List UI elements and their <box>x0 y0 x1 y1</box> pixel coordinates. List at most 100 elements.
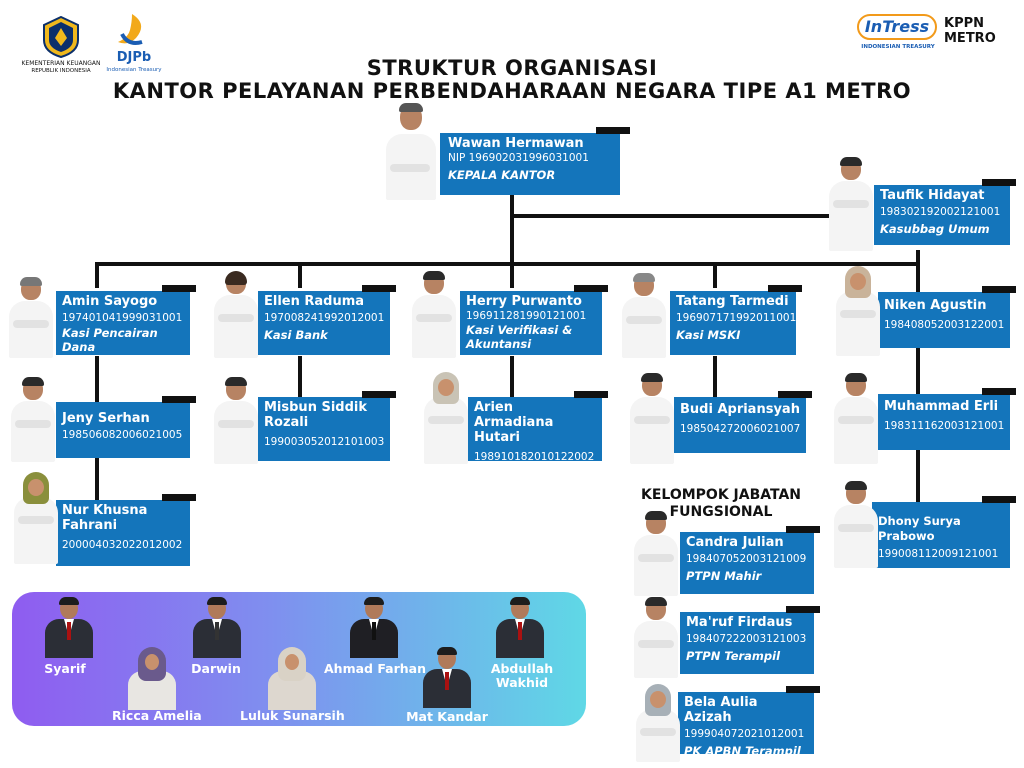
staff-name: Misbun Siddik Rozali <box>264 400 368 430</box>
support-photo-darwin <box>191 597 243 658</box>
staff-card-misbun[interactable]: Misbun Siddik Rozali 199003052012101003 <box>258 391 396 461</box>
fungsional-nip: 198407222003121003 <box>686 633 807 645</box>
kemenkeu-logo: KEMENTERIAN KEUANGAN REPUBLIK INDONESIA <box>14 16 108 80</box>
fungsional-role: PTPN Terampil <box>686 649 781 663</box>
kppn-metro-label: KPPN METRO <box>944 16 996 46</box>
card-tab <box>162 285 196 292</box>
fungsional-name: Ma'ruf Firdaus <box>686 615 793 630</box>
fungsional-nip: 199904072021012001 <box>684 728 805 740</box>
staff-card-dhony[interactable]: Dhony Surya Prabowo 199008112009121001 <box>872 496 1016 568</box>
intress-text: InTress <box>857 14 937 40</box>
support-photo-luluk <box>266 647 318 710</box>
card-tab <box>786 686 820 693</box>
staff-card-jeny[interactable]: Jeny Serhan 198506082006021005 <box>56 396 196 458</box>
staff-photo-dhony <box>832 481 880 568</box>
kasubbag-name: Taufik Hidayat <box>880 188 985 203</box>
fungsional-card-1[interactable]: Candra Julian 198407052003121009 PTPN Ma… <box>680 526 820 594</box>
staff-photo-jeny <box>9 377 57 462</box>
staff-name: Dhony Surya Prabowo <box>878 514 961 543</box>
support-photo-syarif <box>43 597 95 658</box>
djpb-emblem-icon <box>118 14 143 45</box>
support-photo-abdullah <box>494 597 546 658</box>
section-role: Kasi Verifikasi & Akuntansi <box>466 323 573 351</box>
fungsional-name: Bela Aulia Azizah <box>684 695 758 725</box>
card-tab <box>596 127 630 134</box>
section-photo-4 <box>620 273 668 358</box>
staff-card-nur[interactable]: Nur Khusna Fahrani 200004032022012002 <box>56 494 196 566</box>
staff-card-niken[interactable]: Niken Agustin 198408052003122001 <box>878 286 1016 348</box>
support-name: Darwin <box>191 661 241 676</box>
head-role: KEPALA KANTOR <box>448 168 556 182</box>
section-name: Tatang Tarmedi <box>676 294 789 309</box>
fungsional-photo-2 <box>632 597 680 678</box>
connector-head-down <box>510 195 514 265</box>
metro-text: METRO <box>944 31 996 46</box>
fungsional-card-3[interactable]: Bela Aulia Azizah 199904072021012001 PK … <box>678 686 820 758</box>
intress-subtext: INDONESIAN TREASURY <box>861 44 935 50</box>
kasubbag-nip: 198302192002121001 <box>880 206 1001 218</box>
kasubbag-card[interactable]: Taufik Hidayat 198302192002121001 Kasubb… <box>874 179 1016 245</box>
support-name: Luluk Sunarsih <box>240 708 345 723</box>
card-tab <box>768 285 802 292</box>
fungsional-name: Candra Julian <box>686 535 784 550</box>
djpb-subtext: Indonesian Treasury <box>106 67 162 73</box>
card-tab <box>162 494 196 501</box>
support-name: Ahmad Farhan <box>324 661 426 676</box>
support-name: Ricca Amelia <box>112 708 202 723</box>
card-tab <box>982 286 1016 293</box>
card-tab <box>786 526 820 533</box>
support-name: Mat Kandar <box>406 709 488 724</box>
kemenkeu-emblem-icon <box>43 16 79 58</box>
connector-col4-down <box>713 356 717 402</box>
djpb-text: DJPb <box>116 50 152 65</box>
staff-nip: 198504272006021007 <box>680 423 801 435</box>
staff-card-arien[interactable]: Arien Armadiana Hutari 19891018201012200… <box>468 391 608 463</box>
fungsional-photo-1 <box>632 511 680 596</box>
staff-photo-niken <box>834 266 882 356</box>
staff-nip: 199008112009121001 <box>878 548 999 560</box>
kasubbag-role: Kasubbag Umum <box>880 222 990 236</box>
staff-name: Arien Armadiana Hutari <box>474 400 554 445</box>
head-photo <box>384 103 438 200</box>
head-card[interactable]: Wawan Hermawan NIP 196902031996031001 KE… <box>440 127 630 195</box>
kppn-text: KPPN <box>944 16 985 31</box>
staff-nip: 200004032022012002 <box>62 539 183 551</box>
section-nip: 196911281990121001 <box>466 310 587 322</box>
support-photo-ahmad <box>348 597 400 658</box>
connector-col3-down <box>510 356 514 402</box>
staff-name: Nur Khusna Fahrani <box>62 503 148 533</box>
support-name: Syarif <box>44 661 86 676</box>
djpb-logo: DJPb Indonesian Treasury <box>106 12 162 80</box>
section-photo-2 <box>212 271 260 358</box>
card-tab <box>982 496 1016 503</box>
card-tab <box>162 396 196 403</box>
section-card-4[interactable]: Tatang Tarmedi 196907171992011001 Kasi M… <box>670 285 802 355</box>
section-photo-1 <box>7 277 55 358</box>
staff-card-budi[interactable]: Budi Apriansyah 198504272006021007 <box>674 391 812 453</box>
section-card-1[interactable]: Amin Sayogo 197401041999031001 Kasi Penc… <box>56 285 196 355</box>
connector-col2-down <box>298 356 302 402</box>
staff-name: Budi Apriansyah <box>680 402 800 417</box>
staff-name: Niken Agustin <box>884 298 987 313</box>
connector-drop-4 <box>713 262 717 288</box>
staff-photo-erli <box>832 373 880 464</box>
section-name: Herry Purwanto <box>466 294 582 309</box>
staff-card-erli[interactable]: Muhammad Erli 198311162003121001 <box>878 388 1016 450</box>
connector-drop-1 <box>95 262 99 288</box>
fungsional-role: PTPN Mahir <box>686 569 762 583</box>
section-nip: 196907171992011001 <box>676 312 797 324</box>
section-card-3[interactable]: Herry Purwanto 196911281990121001 Kasi V… <box>460 285 608 355</box>
section-name: Ellen Raduma <box>264 294 365 309</box>
card-tab <box>982 179 1016 186</box>
staff-photo-misbun <box>212 377 260 464</box>
staff-photo-arien <box>422 372 470 464</box>
support-photo-ricca <box>126 647 178 710</box>
connector-drop-3 <box>510 262 514 288</box>
fungsional-card-2[interactable]: Ma'ruf Firdaus 198407222003121003 PTPN T… <box>680 606 820 674</box>
staff-name: Muhammad Erli <box>884 399 999 414</box>
section-role: Kasi Bank <box>264 328 328 342</box>
fungsional-photo-3 <box>634 684 682 762</box>
kasubbag-photo <box>827 157 875 251</box>
support-name: Abdullah Wakhid <box>490 661 554 690</box>
section-card-2[interactable]: Ellen Raduma 197008241992012001 Kasi Ban… <box>258 285 396 355</box>
